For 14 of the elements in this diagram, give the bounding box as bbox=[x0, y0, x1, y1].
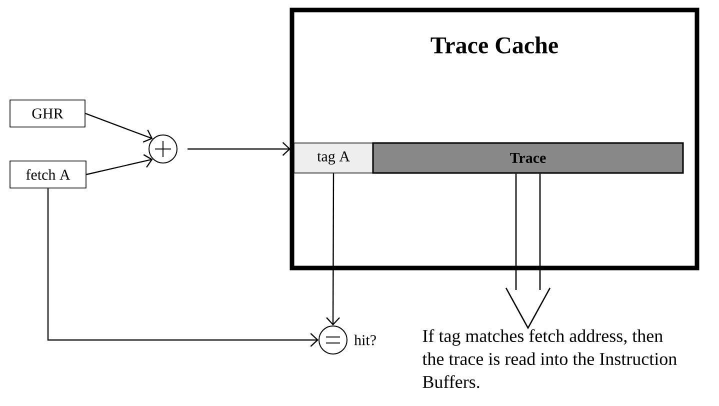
arrow bbox=[326, 173, 340, 326]
xor-circle bbox=[148, 134, 178, 164]
hit-label: hit? bbox=[354, 334, 376, 346]
compare-circle bbox=[318, 326, 348, 354]
arrow bbox=[85, 112, 153, 143]
note-text: If tag matches fetch address, then the trace is read into the Instruction Buffers. bbox=[422, 329, 677, 388]
arrow bbox=[188, 142, 291, 156]
arrow bbox=[86, 154, 153, 176]
register-box: GHR bbox=[10, 100, 86, 128]
register-box: fetch A bbox=[10, 160, 86, 188]
trace-field: Trace bbox=[372, 142, 684, 174]
tag-field: tag A bbox=[294, 142, 374, 174]
wide-arrow bbox=[505, 173, 551, 330]
arrow bbox=[47, 188, 318, 347]
